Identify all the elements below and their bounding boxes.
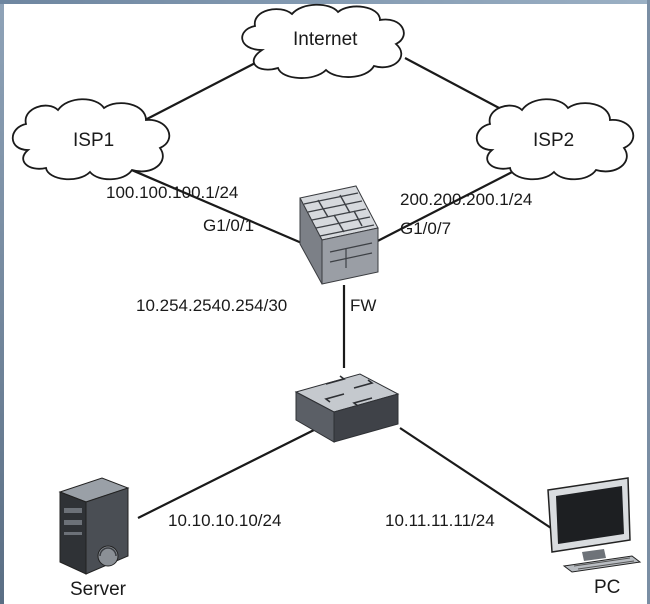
window-top-border [0,0,650,4]
isp2-port-label: G1/0/7 [400,219,452,238]
link-isp1-fw [119,163,319,252]
fw-label: FW [350,296,377,315]
server-ip-label: 10.10.10.10/24 [168,511,282,530]
isp1-port-label: G1/0/1 [203,216,255,235]
isp2-cloud-icon [475,98,635,181]
isp1-ip-label: 100.100.100.1/24 [106,183,239,202]
isp1-label: ISP1 [73,130,115,151]
pc-label: PC [594,577,621,598]
server-label: Server [70,579,126,600]
link-isp2-fw [359,167,521,251]
link-internet-isp1 [144,57,266,121]
server-icon [58,477,130,575]
isp2-label: ISP2 [533,130,575,151]
isp2-ip-label: 200.200.200.1/24 [400,190,533,209]
switch-icon [294,373,400,443]
internet-cloud-icon [241,3,405,79]
link-switch-pc [399,427,555,531]
pc-ip-label: 10.11.11.11/24 [385,511,495,530]
pc-icon [547,477,642,573]
fw-lan-ip-label: 10.254.2540.254/30 [136,296,288,315]
link-switch-server [137,427,319,519]
isp1-cloud-icon [11,98,171,181]
firewall-icon [299,185,379,285]
internet-label: Internet [293,29,358,50]
